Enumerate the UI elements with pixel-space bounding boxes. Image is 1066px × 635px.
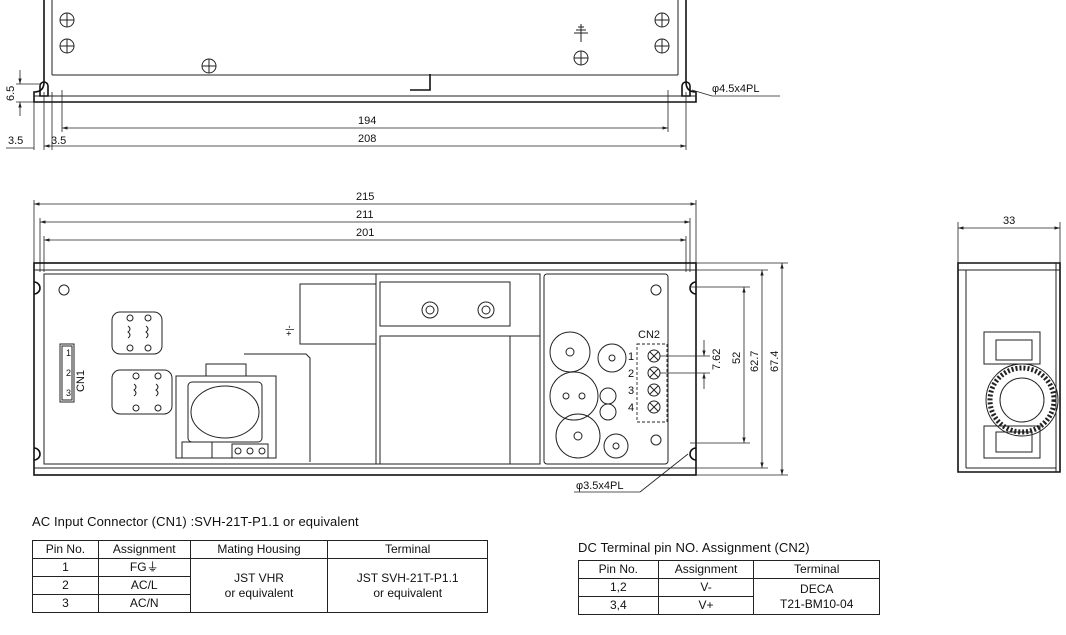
dim-194: 194 [358,115,376,127]
dim-33: 33 [1003,215,1015,227]
ac-input-table: Pin No. Assignment Mating Housing Termin… [32,540,488,613]
assignment-cell: AC/N [97,594,191,613]
pin-cell: 1,2 [578,578,659,597]
pin-cell: 1 [32,558,99,577]
screw-icon [59,12,670,74]
cn1-pin-2: 2 [66,368,71,378]
dim-6-5: 6.5 [5,86,17,101]
assignment-cell: V- [657,578,755,597]
top-view: 6.5 194 208 3.5 3.5 φ4.5x4PL [5,0,780,150]
terminal-screw-icon [647,349,661,414]
cn1-pin-3: 3 [66,388,71,398]
dim-7-62: 7.62 [711,349,723,370]
table-row: 2 AC/L [32,576,488,595]
pin-cell: 2 [32,576,99,595]
assignment-cell: AC/L [97,576,191,595]
side-view: 33 [957,215,1061,473]
mechanical-drawing: 6.5 194 208 3.5 3.5 φ4.5x4PL 215 211 [5,0,1061,493]
dim-211: 211 [356,209,374,221]
ac-table-title: AC Input Connector (CN1) :SVH-21T-P1.1 o… [32,514,359,529]
dim-67-4: 67.4 [769,351,781,372]
dim-52: 52 [731,352,743,364]
col-header: Pin No. [578,560,659,579]
dim-62-7: 62.7 [749,351,761,372]
front-hole-callout: φ3.5x4PL [576,480,624,492]
front-view: 215 211 201 1 2 3 CN1 [33,191,788,493]
pin-cell: 3,4 [578,596,659,615]
table-header-row: Pin No. Assignment Terminal [578,560,880,579]
dim-3-5-inner: 3.5 [51,135,66,147]
cn1-pin-1: 1 [66,348,71,358]
table-row: 3,4 V+ [578,596,880,615]
dc-table-title: DC Terminal pin NO. Assignment (CN2) [578,540,810,555]
cn2-pin-2: 2 [628,368,634,380]
adj-symbol: +|- [284,325,294,336]
dim-208: 208 [358,133,376,145]
cn2-pin-1: 1 [628,351,634,363]
pin-cell: 3 [32,594,99,613]
col-header: Pin No. [32,540,99,559]
dim-215: 215 [356,191,374,203]
ground-icon [574,24,588,42]
col-header: Mating Housing [189,540,329,559]
top-hole-callout: φ4.5x4PL [712,83,760,95]
col-header: Assignment [97,540,191,559]
cn2-pin-3: 3 [628,385,634,397]
dim-201: 201 [356,227,374,239]
assignment-cell: FG⏚ [97,558,191,577]
table-header-row: Pin No. Assignment Mating Housing Termin… [32,540,488,559]
cn2-label: CN2 [638,329,660,341]
col-header: Terminal [753,560,880,579]
cn1-label: CN1 [75,370,87,392]
cn2-pin-4: 4 [628,402,634,414]
col-header: Assignment [657,560,755,579]
assignment-cell: V+ [657,596,755,615]
col-header: Terminal [327,540,488,559]
dim-3-5-left: 3.5 [8,135,23,147]
table-row: 3 AC/N [32,594,488,613]
